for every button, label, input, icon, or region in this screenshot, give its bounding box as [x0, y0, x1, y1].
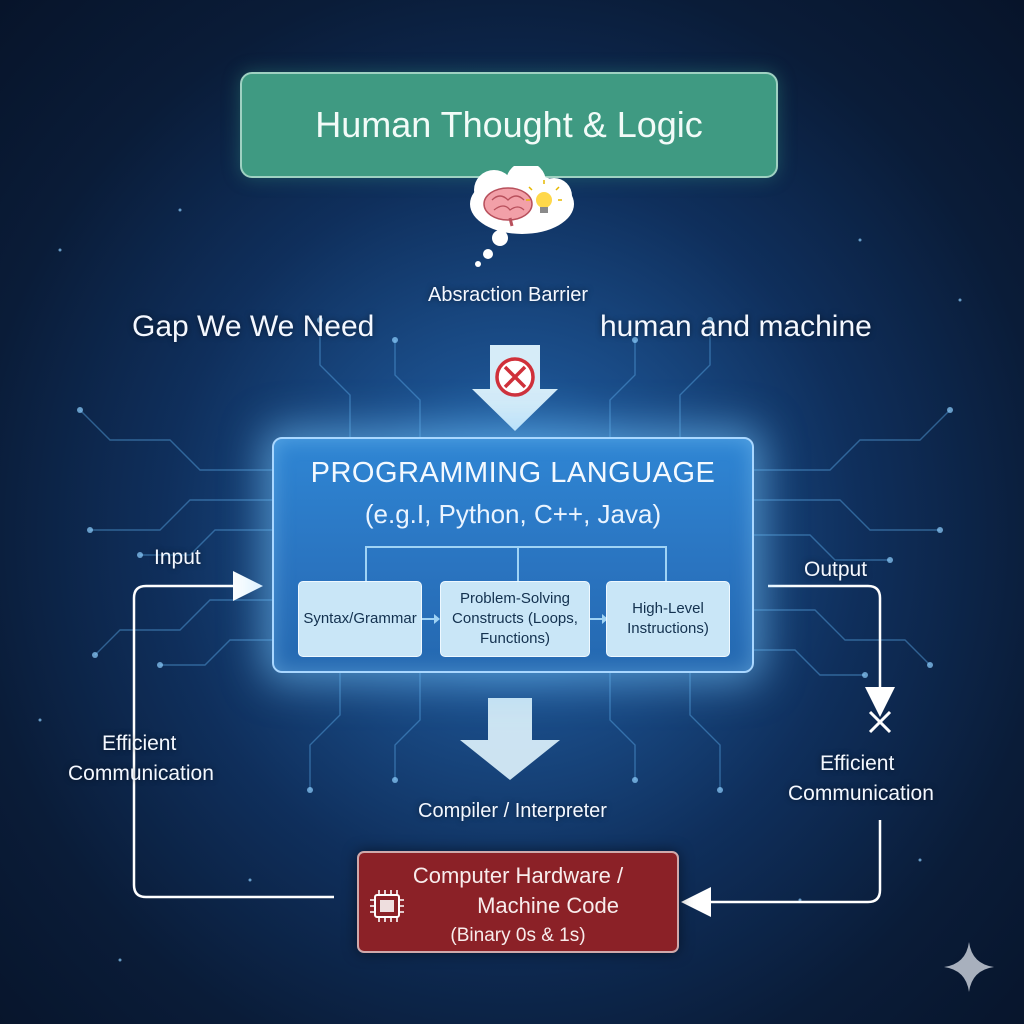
high-level-instructions-label: High-Level Instructions) [627, 600, 709, 637]
hardware-line2: Machine Code [477, 893, 619, 918]
syntax-grammar-box: Syntax/Grammar [298, 581, 422, 657]
problem-solving-constructs-box: Problem-Solving Constructs (Loops, Funct… [440, 581, 590, 657]
output-label: Output [804, 558, 868, 581]
hardware-line3: (Binary 0s & 1s) [450, 925, 586, 946]
left-note-line2: Communication [68, 762, 214, 785]
hardware-box: Computer Hardware / Machine Code (Binary… [357, 851, 679, 953]
syntax-grammar-label: Syntax/Grammar [303, 610, 417, 627]
lightbulb-icon [526, 180, 562, 213]
human-thought-box: Human Thought & Logic [240, 72, 778, 178]
right-note-line2: Communication [788, 782, 934, 805]
translator-arrow [460, 698, 560, 780]
high-level-instructions-box: High-Level Instructions) [606, 581, 730, 657]
barrier-arrow [472, 345, 558, 431]
sparkle-icon [944, 942, 994, 992]
output-connector [768, 584, 895, 717]
right-note-line1: Efficient [820, 752, 895, 775]
cpu-chip-icon [370, 890, 404, 922]
programming-language-panel: PROGRAMMING LANGUAGE (e.g.I, Python, C++… [272, 437, 754, 673]
thought-bubble [470, 166, 574, 267]
abstraction-barrier-label: Absraction Barrier [428, 284, 589, 306]
translator-label: Compiler / Interpreter [418, 800, 607, 822]
output-return-connector [681, 820, 882, 917]
gap-right-text: human and machine [600, 310, 872, 343]
left-note-line1: Efficient [102, 732, 177, 755]
input-connector [132, 571, 334, 899]
panel-connectors [365, 546, 667, 624]
language-title: PROGRAMMING LANGUAGE [310, 457, 716, 489]
problem-solving-constructs-label: Problem-Solving Constructs (Loops, Funct… [452, 590, 578, 647]
input-label: Input [154, 546, 201, 569]
language-examples: (e.g.I, Python, C++, Java) [364, 499, 662, 529]
brain-icon [483, 187, 533, 227]
output-cross-icon [868, 710, 892, 734]
human-thought-title: Human Thought & Logic [315, 104, 703, 145]
gap-left-text: Gap We We Need [132, 310, 375, 343]
blocked-icon [495, 357, 535, 397]
hardware-line1: Computer Hardware / [412, 863, 624, 888]
